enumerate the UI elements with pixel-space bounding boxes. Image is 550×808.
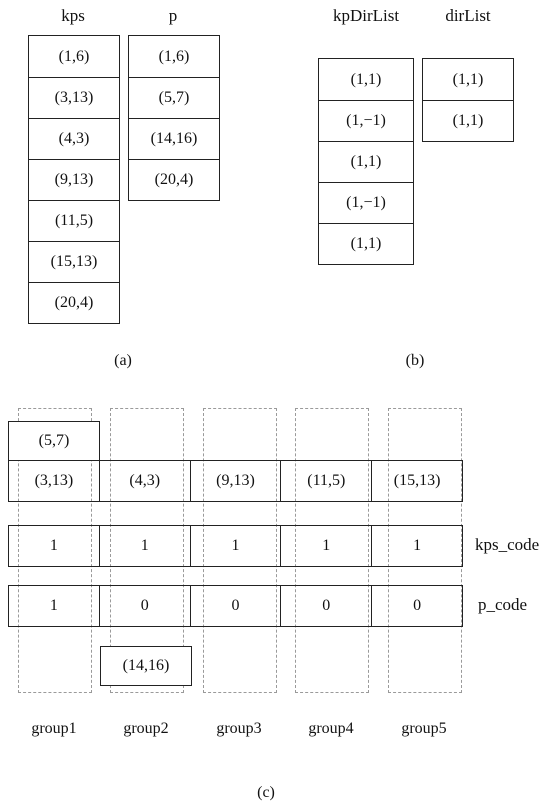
dirlist-cell: (1,1): [423, 100, 513, 141]
group-column: [110, 408, 184, 693]
kpdirlist-cell: (1,−1): [319, 100, 413, 141]
p-code-cell: 1: [49, 597, 58, 614]
p-cell: (5,7): [129, 77, 219, 118]
p-code-cell: 0: [371, 586, 462, 626]
kpdirlist-header: kpDirList: [332, 6, 400, 25]
p-list: (1,6) (5,7) (14,16) (20,4): [128, 35, 220, 201]
kps-code-label: kps_code: [475, 535, 540, 554]
dirlist-cell: (1,1): [452, 70, 484, 88]
kps-code-cell: 1: [98, 526, 190, 566]
group-column: [18, 408, 92, 693]
kpdirlist-list: (1,1) (1,−1) (1,1) (1,−1) (1,1): [318, 58, 414, 265]
kps-row-cell: (11,5): [280, 461, 371, 501]
kps-row-cell: (9,13): [189, 461, 281, 501]
group-label: group3: [216, 720, 262, 737]
group-column: [203, 408, 277, 693]
p-cell: (20,4): [129, 159, 219, 200]
kpdirlist-cell: (1,1): [350, 70, 382, 88]
dirlist-header: dirList: [445, 6, 491, 25]
kps-code-row: 1 1 1 1 1: [8, 525, 463, 567]
kps-row: (3,13) (4,3) (9,13) (11,5) (15,13): [8, 460, 463, 502]
extra-point-bottom: (14,16): [100, 646, 192, 686]
kps-list: (1,6) (3,13) (4,3) (9,13) (11,5) (15,13)…: [28, 35, 120, 324]
p-cell: (14,16): [129, 118, 219, 159]
group-column: [388, 408, 462, 693]
kps-cell: (3,13): [29, 77, 119, 118]
kps-cell: (15,13): [29, 241, 119, 282]
kps-code-cell: 1: [49, 537, 58, 554]
kpdirlist-cell: (1,1): [319, 223, 413, 264]
group-label: group1: [31, 720, 77, 737]
kps-row-cell: (4,3): [98, 461, 190, 501]
p-cell: (1,6): [158, 47, 190, 65]
group-label: group5: [401, 720, 447, 737]
kps-row-cell: (3,13): [34, 472, 74, 489]
group-label: group4: [308, 720, 354, 737]
p-code-cell: 0: [280, 586, 371, 626]
caption-a: (a): [114, 352, 132, 369]
p-code-row: 1 0 0 0 0: [8, 585, 463, 627]
group-label: group2: [123, 720, 169, 737]
extra-point-top: (5,7): [8, 421, 100, 461]
p-code-cell: 0: [189, 586, 281, 626]
kps-code-cell: 1: [189, 526, 281, 566]
kps-cell: (20,4): [29, 282, 119, 323]
kps-row-cell: (15,13): [371, 461, 462, 501]
kps-cell: (9,13): [29, 159, 119, 200]
p-code-label: p_code: [478, 595, 528, 614]
kpdirlist-cell: (1,1): [319, 141, 413, 182]
kps-cell: (4,3): [29, 118, 119, 159]
kps-cell: (11,5): [29, 200, 119, 241]
kps-code-cell: 1: [280, 526, 371, 566]
kpdirlist-cell: (1,−1): [319, 182, 413, 223]
kps-header: kps: [61, 6, 85, 25]
dirlist-list: (1,1) (1,1): [422, 58, 514, 142]
caption-c: (c): [257, 784, 275, 801]
p-code-cell: 0: [98, 586, 190, 626]
caption-b: (b): [405, 352, 425, 369]
group-column: [295, 408, 369, 693]
p-header: p: [168, 6, 178, 25]
kps-code-cell: 1: [371, 526, 462, 566]
kps-cell: (1,6): [58, 47, 90, 65]
